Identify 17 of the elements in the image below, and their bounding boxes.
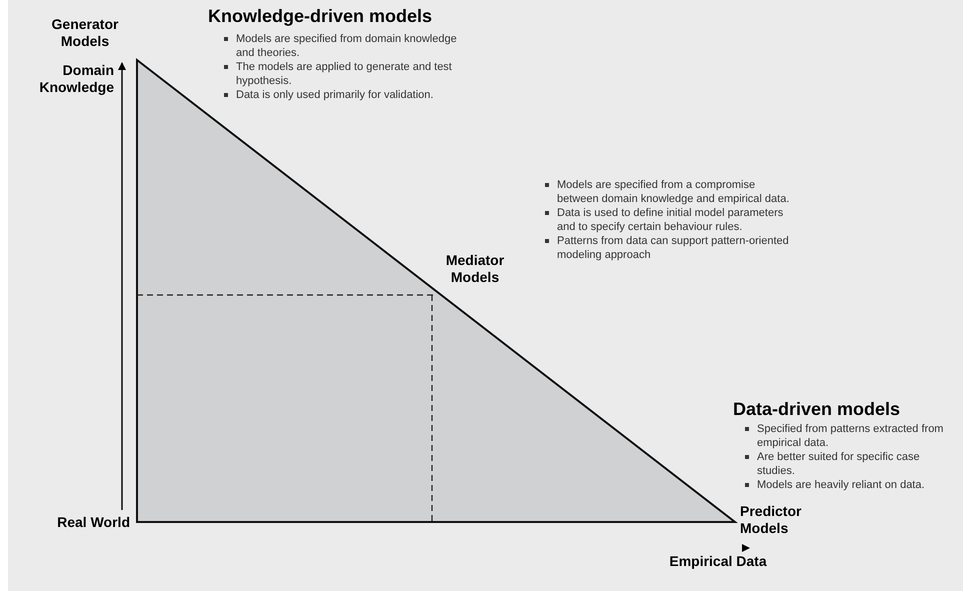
section-heading: Data-driven models (733, 398, 902, 420)
bullet-text: Data is only used primarily for validation. (236, 88, 434, 102)
bullet-text: Models are heavily reliant on data. (757, 478, 925, 492)
bullet-text: Models are specified from domain knowledge and theories. (236, 32, 458, 60)
section-heading: Knowledge-driven models (208, 5, 434, 27)
bullet-text: Models are specified from a compromise between domain knowledge and empirical data. (557, 178, 790, 206)
axis-label: Predictor Models (740, 503, 802, 536)
axis-label: Mediator Models (446, 252, 504, 285)
bullet-text: Patterns from data can support pattern-oriented modeling approach (557, 234, 790, 262)
axis-label: Generator Models (52, 16, 118, 49)
bullet-text: The models are applied to generate and test hypothesis. (236, 60, 453, 88)
axis-label: Real World (57, 514, 130, 530)
bullet-text: Specified from patterns extracted from empirical data. (757, 422, 944, 450)
axis-label: Empirical Data (669, 553, 767, 569)
bullet-text: Are better suited for specific case studies. (757, 450, 921, 478)
axis-label: Domain Knowledge (39, 62, 114, 95)
bullet-text: Data is used to define initial model parameters and to specify certain behaviour rules. (557, 206, 784, 234)
